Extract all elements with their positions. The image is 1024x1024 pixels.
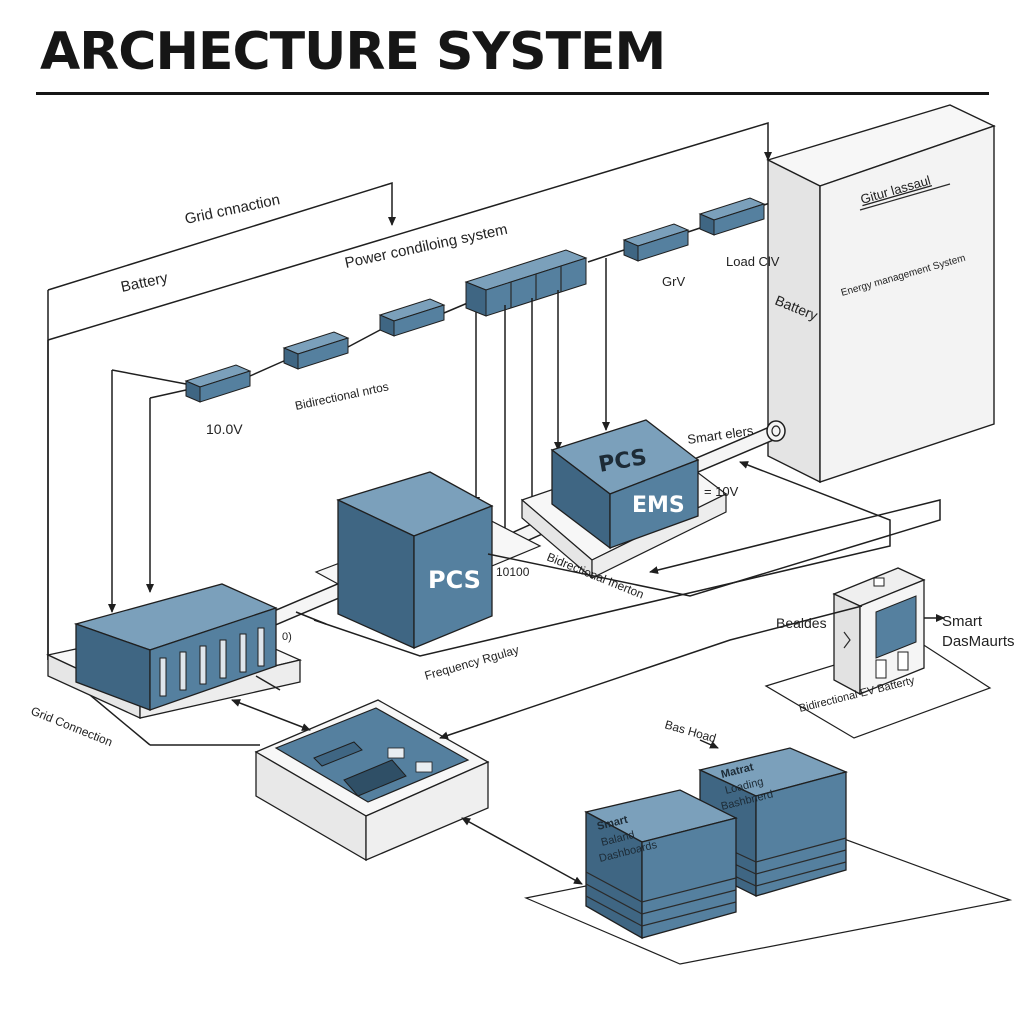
connection-arrows <box>231 461 945 885</box>
bas-load-label: Bas Hoad <box>663 717 718 745</box>
frequency-regulation-label: Frequency Rgulay <box>423 643 520 683</box>
frame-lines <box>47 121 772 746</box>
chip-icon <box>387 747 405 759</box>
load-label: Load ClV <box>726 254 780 269</box>
battery-label-left: Battery <box>119 269 170 296</box>
smart-dashboards-line2: DasMaurts <box>942 633 1015 650</box>
ems-label: EMS <box>632 493 685 518</box>
page-title: ARCHECTURE SYSTEM <box>40 22 666 82</box>
bidirectional-label: Bidirectional nrtos <box>294 379 390 413</box>
voltage-left-label: 10.0V <box>206 421 243 437</box>
battery-rack <box>45 583 303 720</box>
combiner-module-block <box>464 249 588 317</box>
drop-lines <box>108 258 610 613</box>
small-module-2 <box>282 331 350 370</box>
voltage-ems-label: = 10V <box>704 484 739 499</box>
small-module-5 <box>698 197 766 236</box>
small-unit-label: 0) <box>282 631 292 643</box>
sensor-icon <box>873 577 885 587</box>
chip-icon <box>415 761 433 773</box>
storage-stacks <box>523 747 1013 965</box>
small-module-1 <box>184 364 252 403</box>
smart-dashboards-line1: Smart <box>942 613 983 630</box>
power-conditioning-label: Power condiloing system <box>343 221 509 272</box>
pcs-voltage-label: 10100 <box>496 565 530 579</box>
pcs-front-unit <box>314 471 542 650</box>
grv-label: GrV <box>662 274 685 289</box>
beacles-label: Bealdes <box>776 615 827 631</box>
energy-cabinet <box>766 104 996 484</box>
title-divider <box>36 92 989 95</box>
pcs-front-label: PCS <box>428 566 481 594</box>
small-module-4 <box>622 223 690 262</box>
grid-feed-line <box>47 181 396 291</box>
smart-dashboards-label: Smart <box>942 613 983 630</box>
grid-connection-bottom-label: Grid Connection <box>29 704 115 749</box>
small-module-3 <box>378 298 446 337</box>
controller-unit <box>254 699 490 862</box>
top-frame-line <box>47 121 772 341</box>
smart-kiosk <box>764 567 992 739</box>
pcs-ems-unit <box>520 419 728 580</box>
